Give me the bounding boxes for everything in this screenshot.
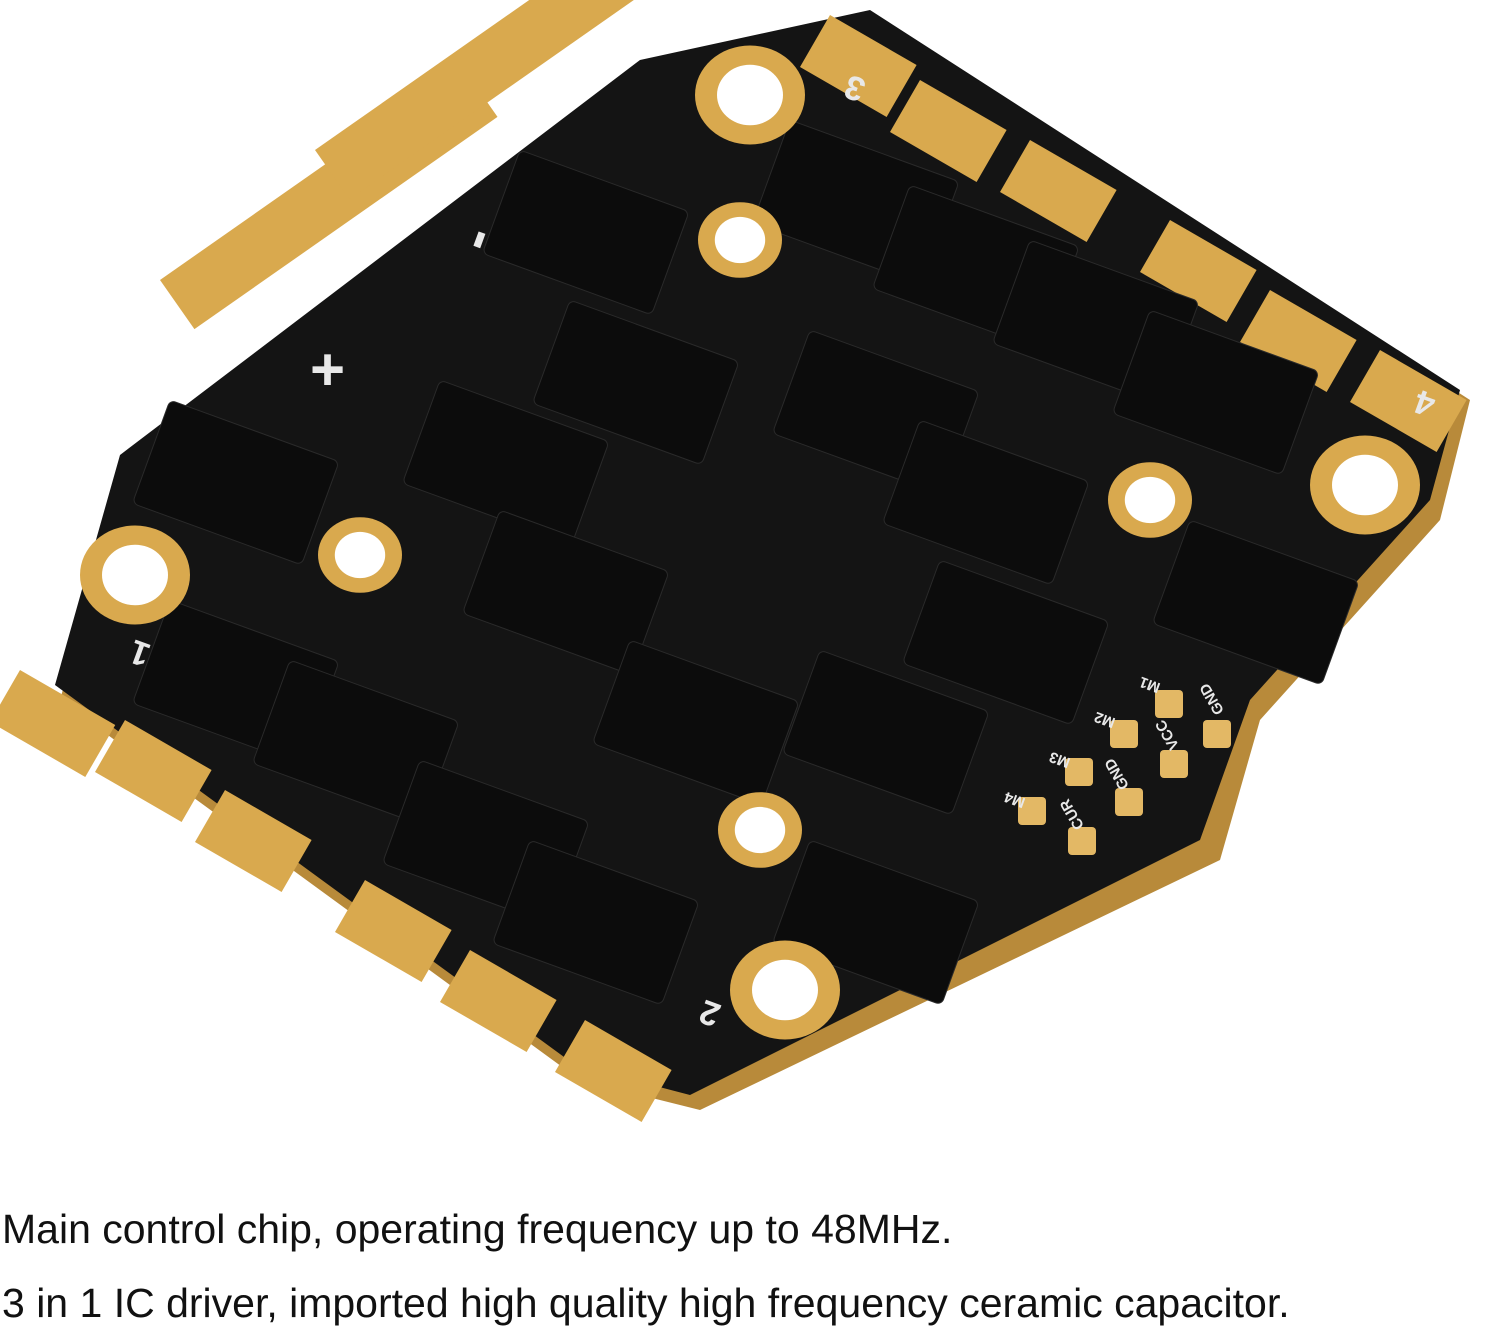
chip xyxy=(1153,521,1358,684)
caption-main-chip: Main control chip, operating frequency u… xyxy=(2,1206,953,1252)
solder-pad xyxy=(1140,220,1257,322)
solder-pad xyxy=(800,15,917,117)
mounting-hole-center xyxy=(1332,454,1398,516)
pad-label-m1: M1 xyxy=(1137,673,1162,696)
solder-pad xyxy=(440,950,557,1052)
chip xyxy=(483,151,688,314)
mounting-hole-center xyxy=(752,959,818,1021)
solder-pad xyxy=(94,720,212,822)
chip xyxy=(403,381,608,544)
signal-pads xyxy=(1018,690,1231,855)
chip xyxy=(463,511,668,674)
chip xyxy=(533,301,738,464)
mounting-hole-center xyxy=(734,806,786,854)
chip xyxy=(773,841,978,1004)
product-photo: + - 1 2 3 4 M1 M2 M3 M4 GND VCC GND CUR xyxy=(0,0,1470,1122)
solder-pads xyxy=(0,0,1467,1122)
mounting-hole-center xyxy=(1124,476,1176,524)
label-plus: + xyxy=(310,336,345,403)
mounting-hole-center xyxy=(714,216,766,264)
chip xyxy=(883,421,1088,584)
mounting-holes xyxy=(80,45,1420,1040)
solder-pad xyxy=(315,0,727,200)
pad-label-m2: M2 xyxy=(1092,708,1117,731)
mounting-hole-center xyxy=(102,544,168,606)
solder-pad xyxy=(1000,140,1117,242)
chip xyxy=(593,641,798,804)
pad-label-m4: M4 xyxy=(1001,788,1027,811)
chip xyxy=(783,651,988,814)
solder-pad xyxy=(195,790,312,892)
mounting-hole-center xyxy=(334,531,386,579)
solder-pad xyxy=(555,1019,672,1122)
pad-label-m3: M3 xyxy=(1047,748,1072,771)
chip xyxy=(493,841,698,1004)
mosfet-chips xyxy=(133,121,1358,1004)
chip xyxy=(903,561,1108,724)
solder-pad xyxy=(0,670,116,777)
solder-pad xyxy=(890,80,1007,182)
chip xyxy=(1113,311,1318,474)
solder-pad xyxy=(335,880,452,982)
caption-ic-driver: 3 in 1 IC driver, imported high quality … xyxy=(2,1280,1290,1326)
mounting-hole-center xyxy=(717,64,783,126)
solder-pad xyxy=(1350,349,1467,452)
solder-pad xyxy=(1240,289,1357,392)
chip xyxy=(133,401,338,564)
